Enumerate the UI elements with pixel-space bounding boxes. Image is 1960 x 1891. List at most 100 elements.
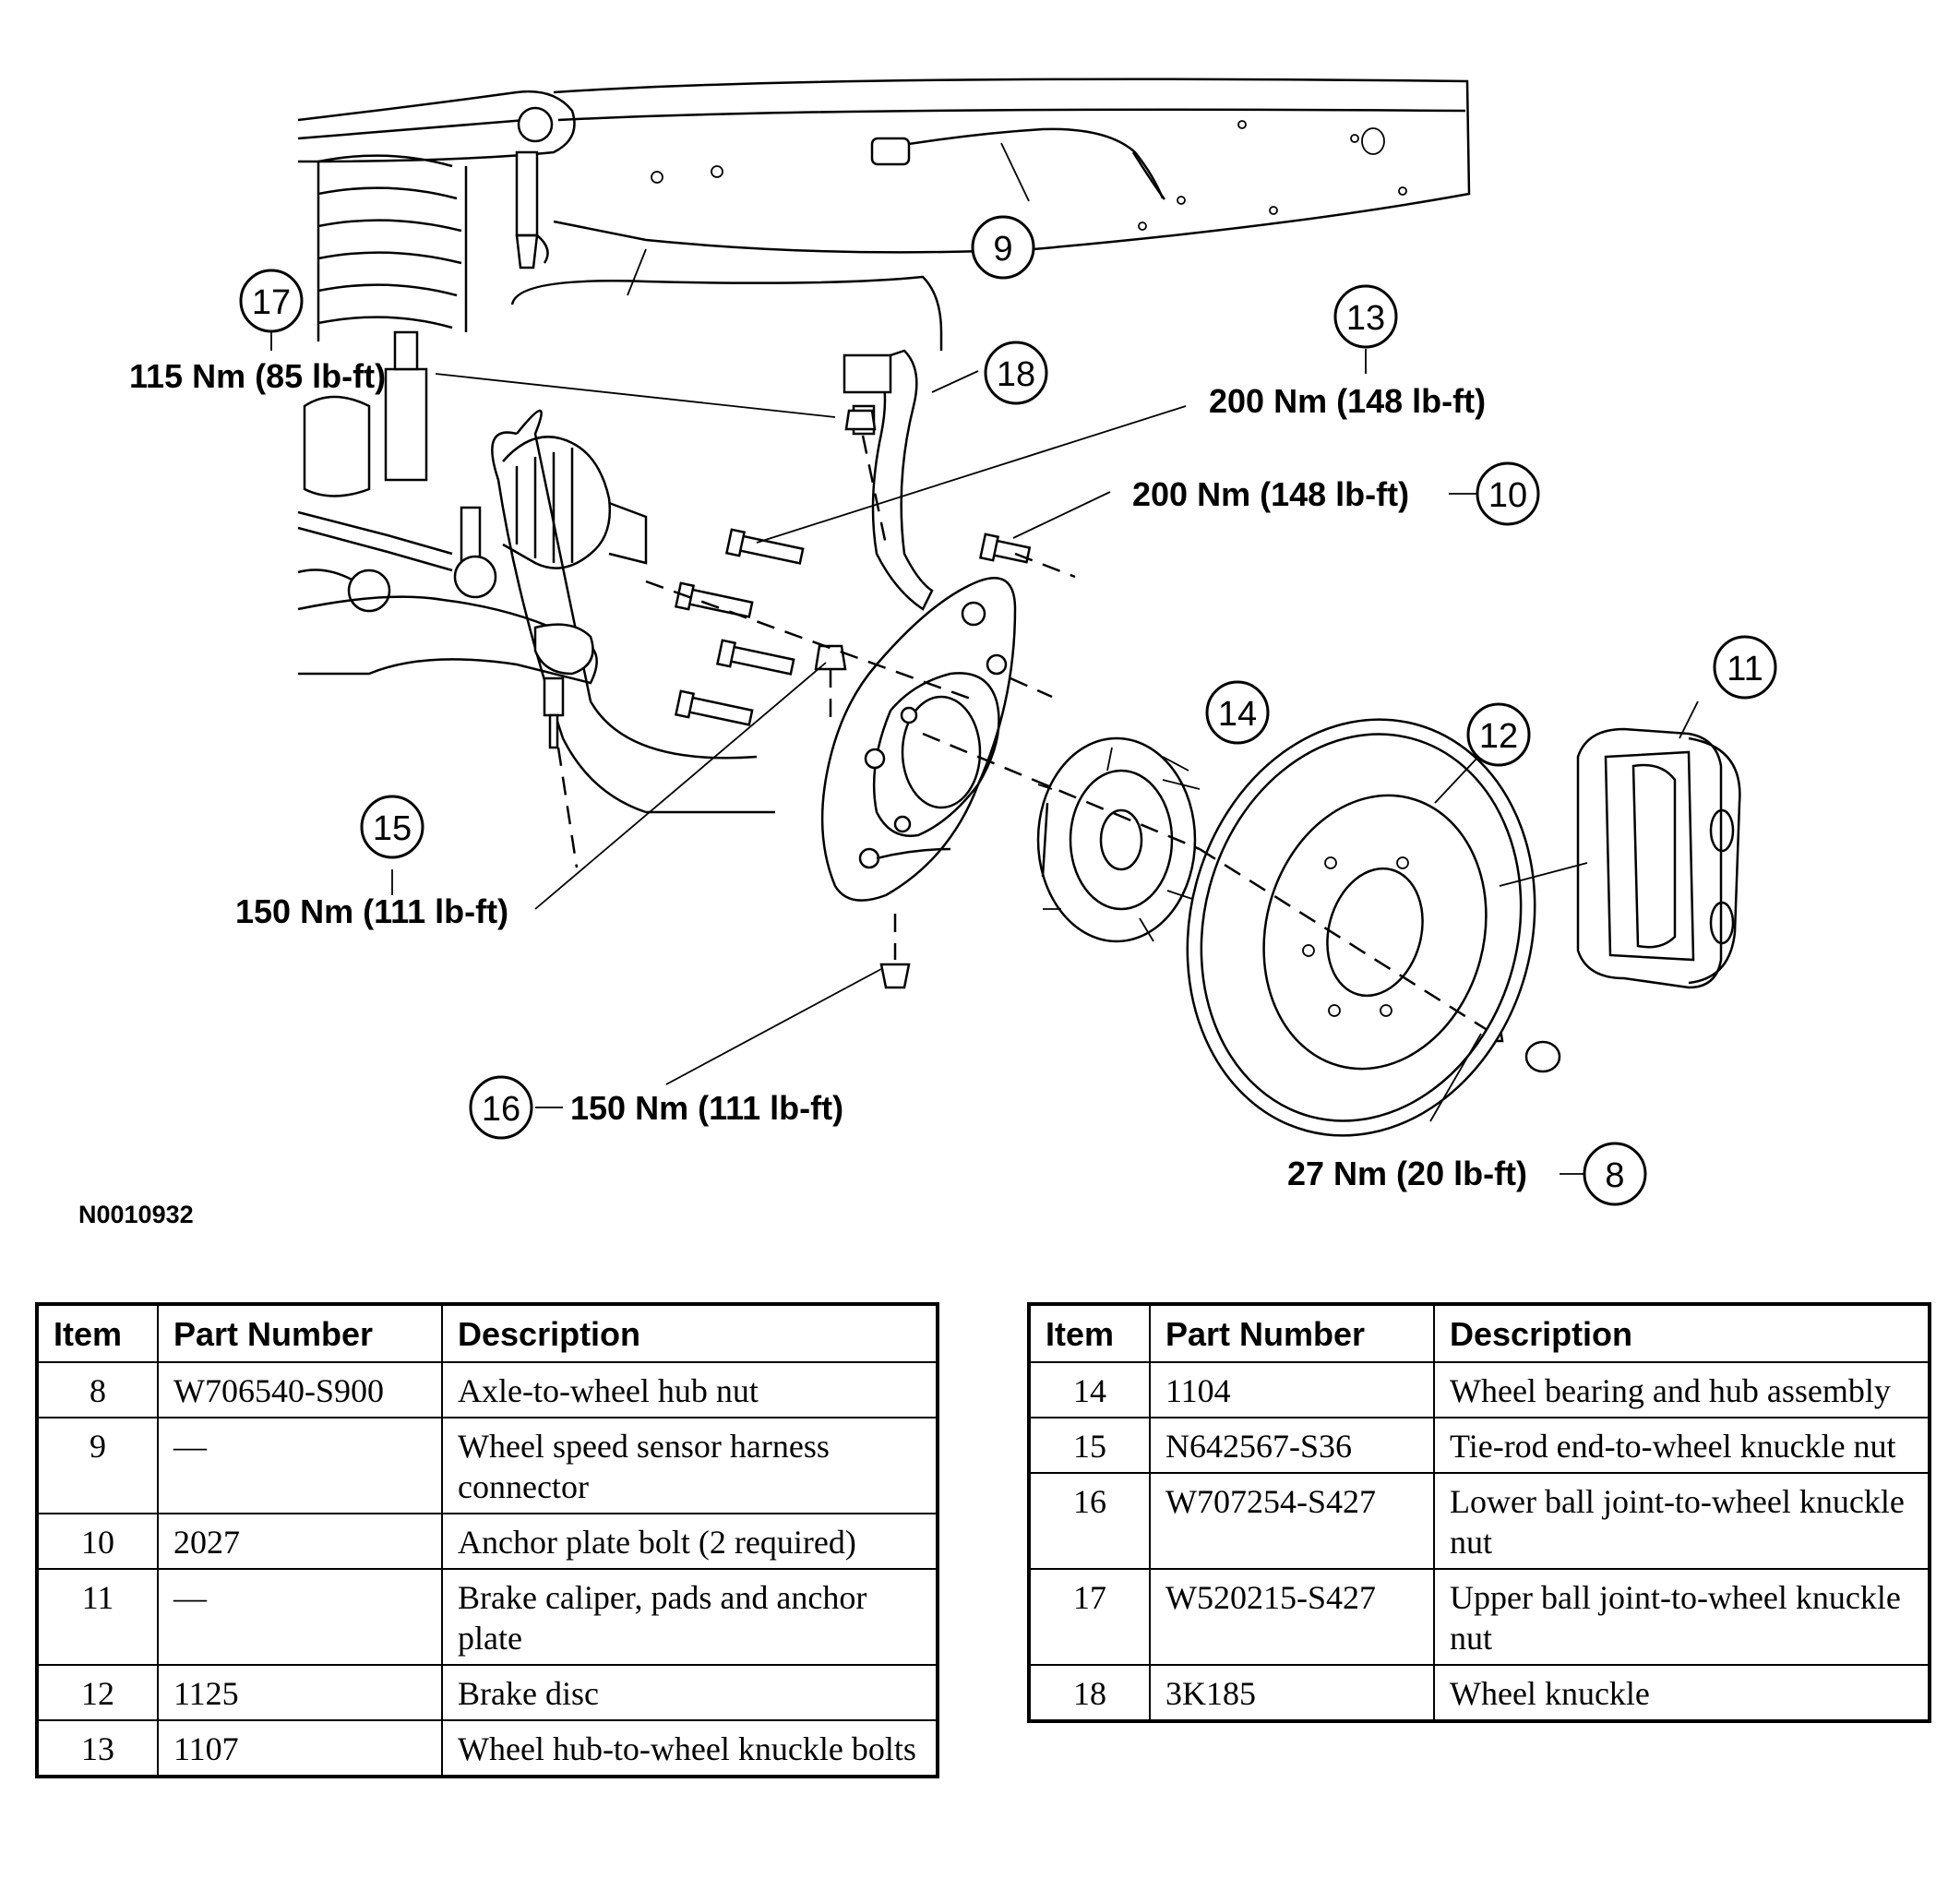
header-description: Description [441, 1303, 938, 1363]
item-cell: 14 [1028, 1361, 1151, 1418]
description-cell: Brake disc [441, 1664, 938, 1721]
part-cell: W520215-S427 [1149, 1568, 1435, 1666]
wheel-speed-sensor-harness [510, 127, 1166, 351]
callout-15: 15 150 Nm (111 lb-ft) [235, 795, 508, 930]
callout-11: 11 [1713, 635, 1777, 700]
table-header-row: Item Part Number Description [1028, 1303, 1930, 1363]
lower-control-arm [297, 595, 598, 749]
description-cell: Upper ball joint-to-wheel knuckle nut [1433, 1568, 1930, 1666]
callout-9-number: 9 [993, 230, 1012, 269]
callout-8-number: 8 [1605, 1156, 1624, 1195]
exploded-view-diagram: 9 17 115 Nm (85 lb-ft) 13 200 Nm (148 lb… [78, 78, 1777, 1228]
callout-12: 12 [1466, 702, 1531, 767]
figure-id: N0010932 [78, 1201, 194, 1228]
callout-14: 14 [1205, 680, 1270, 745]
item-cell: 15 [1028, 1417, 1151, 1474]
callout-17-torque: 115 Nm (85 lb-ft) [129, 357, 386, 395]
item-cell: 18 [1028, 1664, 1151, 1722]
header-description: Description [1433, 1303, 1930, 1363]
coil-spring [317, 154, 468, 341]
callout-15-torque: 150 Nm (111 lb-ft) [235, 892, 508, 930]
dust-cap [1524, 1040, 1561, 1073]
table-header-row: Item Part Number Description [36, 1303, 938, 1363]
upper-nut [844, 409, 877, 431]
callout-17: 17 115 Nm (85 lb-ft) [129, 269, 386, 395]
cv-axle [303, 395, 775, 814]
description-cell: Axle-to-wheel hub nut [441, 1361, 938, 1418]
part-cell: 1107 [157, 1719, 443, 1777]
part-cell: W707254-S427 [1149, 1472, 1435, 1570]
hub-bolt-2 [674, 581, 754, 618]
part-cell: 3K185 [1149, 1664, 1435, 1722]
callout-18: 18 [984, 341, 1048, 405]
part-cell: 1104 [1149, 1361, 1435, 1418]
header-item: Item [1028, 1303, 1151, 1363]
callout-10: 10 200 Nm (148 lb-ft) [1132, 461, 1540, 526]
item-cell: 8 [36, 1361, 159, 1418]
tie-rod-nut [814, 644, 847, 671]
leader-lines [270, 142, 1699, 1175]
callout-16: 16 150 Nm (111 lb-ft) [469, 1075, 843, 1140]
part-cell: 2027 [157, 1513, 443, 1570]
assembly-lines [556, 435, 1487, 1031]
callout-9: 9 [971, 215, 1035, 280]
description-cell: Brake caliper, pads and anchor plate [441, 1568, 938, 1666]
upper-control-arm [297, 90, 576, 163]
lower-nut [879, 963, 911, 989]
table-row: 11—Brake caliper, pads and anchor plate [36, 1568, 938, 1666]
brake-caliper [1576, 727, 1741, 989]
callout-8-torque: 27 Nm (20 lb-ft) [1287, 1155, 1527, 1192]
item-cell: 17 [1028, 1568, 1151, 1666]
part-cell: N642567-S36 [1149, 1417, 1435, 1474]
header-item: Item [36, 1303, 159, 1363]
callout-16-torque: 150 Nm (111 lb-ft) [570, 1089, 843, 1127]
wheel-hub-assembly [1036, 736, 1201, 943]
callout-13: 13 200 Nm (148 lb-ft) [1209, 284, 1486, 420]
hub-bolt-1 [724, 528, 805, 565]
item-cell: 12 [36, 1664, 159, 1721]
description-cell: Wheel hub-to-wheel knuckle bolts [441, 1719, 938, 1777]
callout-13-number: 13 [1346, 299, 1385, 338]
callout-13-torque: 200 Nm (148 lb-ft) [1209, 382, 1486, 420]
callout-17-number: 17 [252, 283, 291, 322]
description-cell: Tie-rod end-to-wheel knuckle nut [1433, 1417, 1930, 1474]
callout-12-number: 12 [1479, 717, 1518, 756]
frame-rail [553, 78, 1471, 296]
header-part-number: Part Number [157, 1303, 443, 1363]
item-cell: 16 [1028, 1472, 1151, 1570]
callout-14-number: 14 [1218, 695, 1257, 734]
part-cell: — [157, 1568, 443, 1666]
description-cell: Wheel knuckle [1433, 1664, 1930, 1722]
description-cell: Wheel bearing and hub assembly [1433, 1361, 1930, 1418]
wheel-knuckle [843, 349, 934, 611]
callout-16-number: 16 [482, 1090, 520, 1129]
description-cell: Lower ball joint-to-wheel knuckle nut [1433, 1472, 1930, 1570]
part-cell: — [157, 1417, 443, 1514]
part-cell: W706540-S900 [157, 1361, 443, 1418]
description-cell: Anchor plate bolt (2 required) [441, 1513, 938, 1570]
callout-10-torque: 200 Nm (148 lb-ft) [1132, 475, 1409, 513]
upper-ball-joint [515, 150, 549, 269]
hub-bolt-4 [674, 689, 754, 726]
brake-disc [1186, 718, 1536, 1137]
item-cell: 9 [36, 1417, 159, 1514]
description-cell: Wheel speed sensor harness connector [441, 1417, 938, 1514]
callout-18-number: 18 [997, 355, 1035, 394]
callout-10-number: 10 [1488, 476, 1527, 515]
item-cell: 13 [36, 1719, 159, 1777]
item-cell: 11 [36, 1568, 159, 1666]
header-part-number: Part Number [1149, 1303, 1435, 1363]
knuckle-bolts [674, 409, 1561, 1073]
shock-absorber [384, 330, 428, 482]
anchor-bolt [978, 533, 1032, 564]
callout-8: 8 27 Nm (20 lb-ft) [1287, 1142, 1647, 1206]
